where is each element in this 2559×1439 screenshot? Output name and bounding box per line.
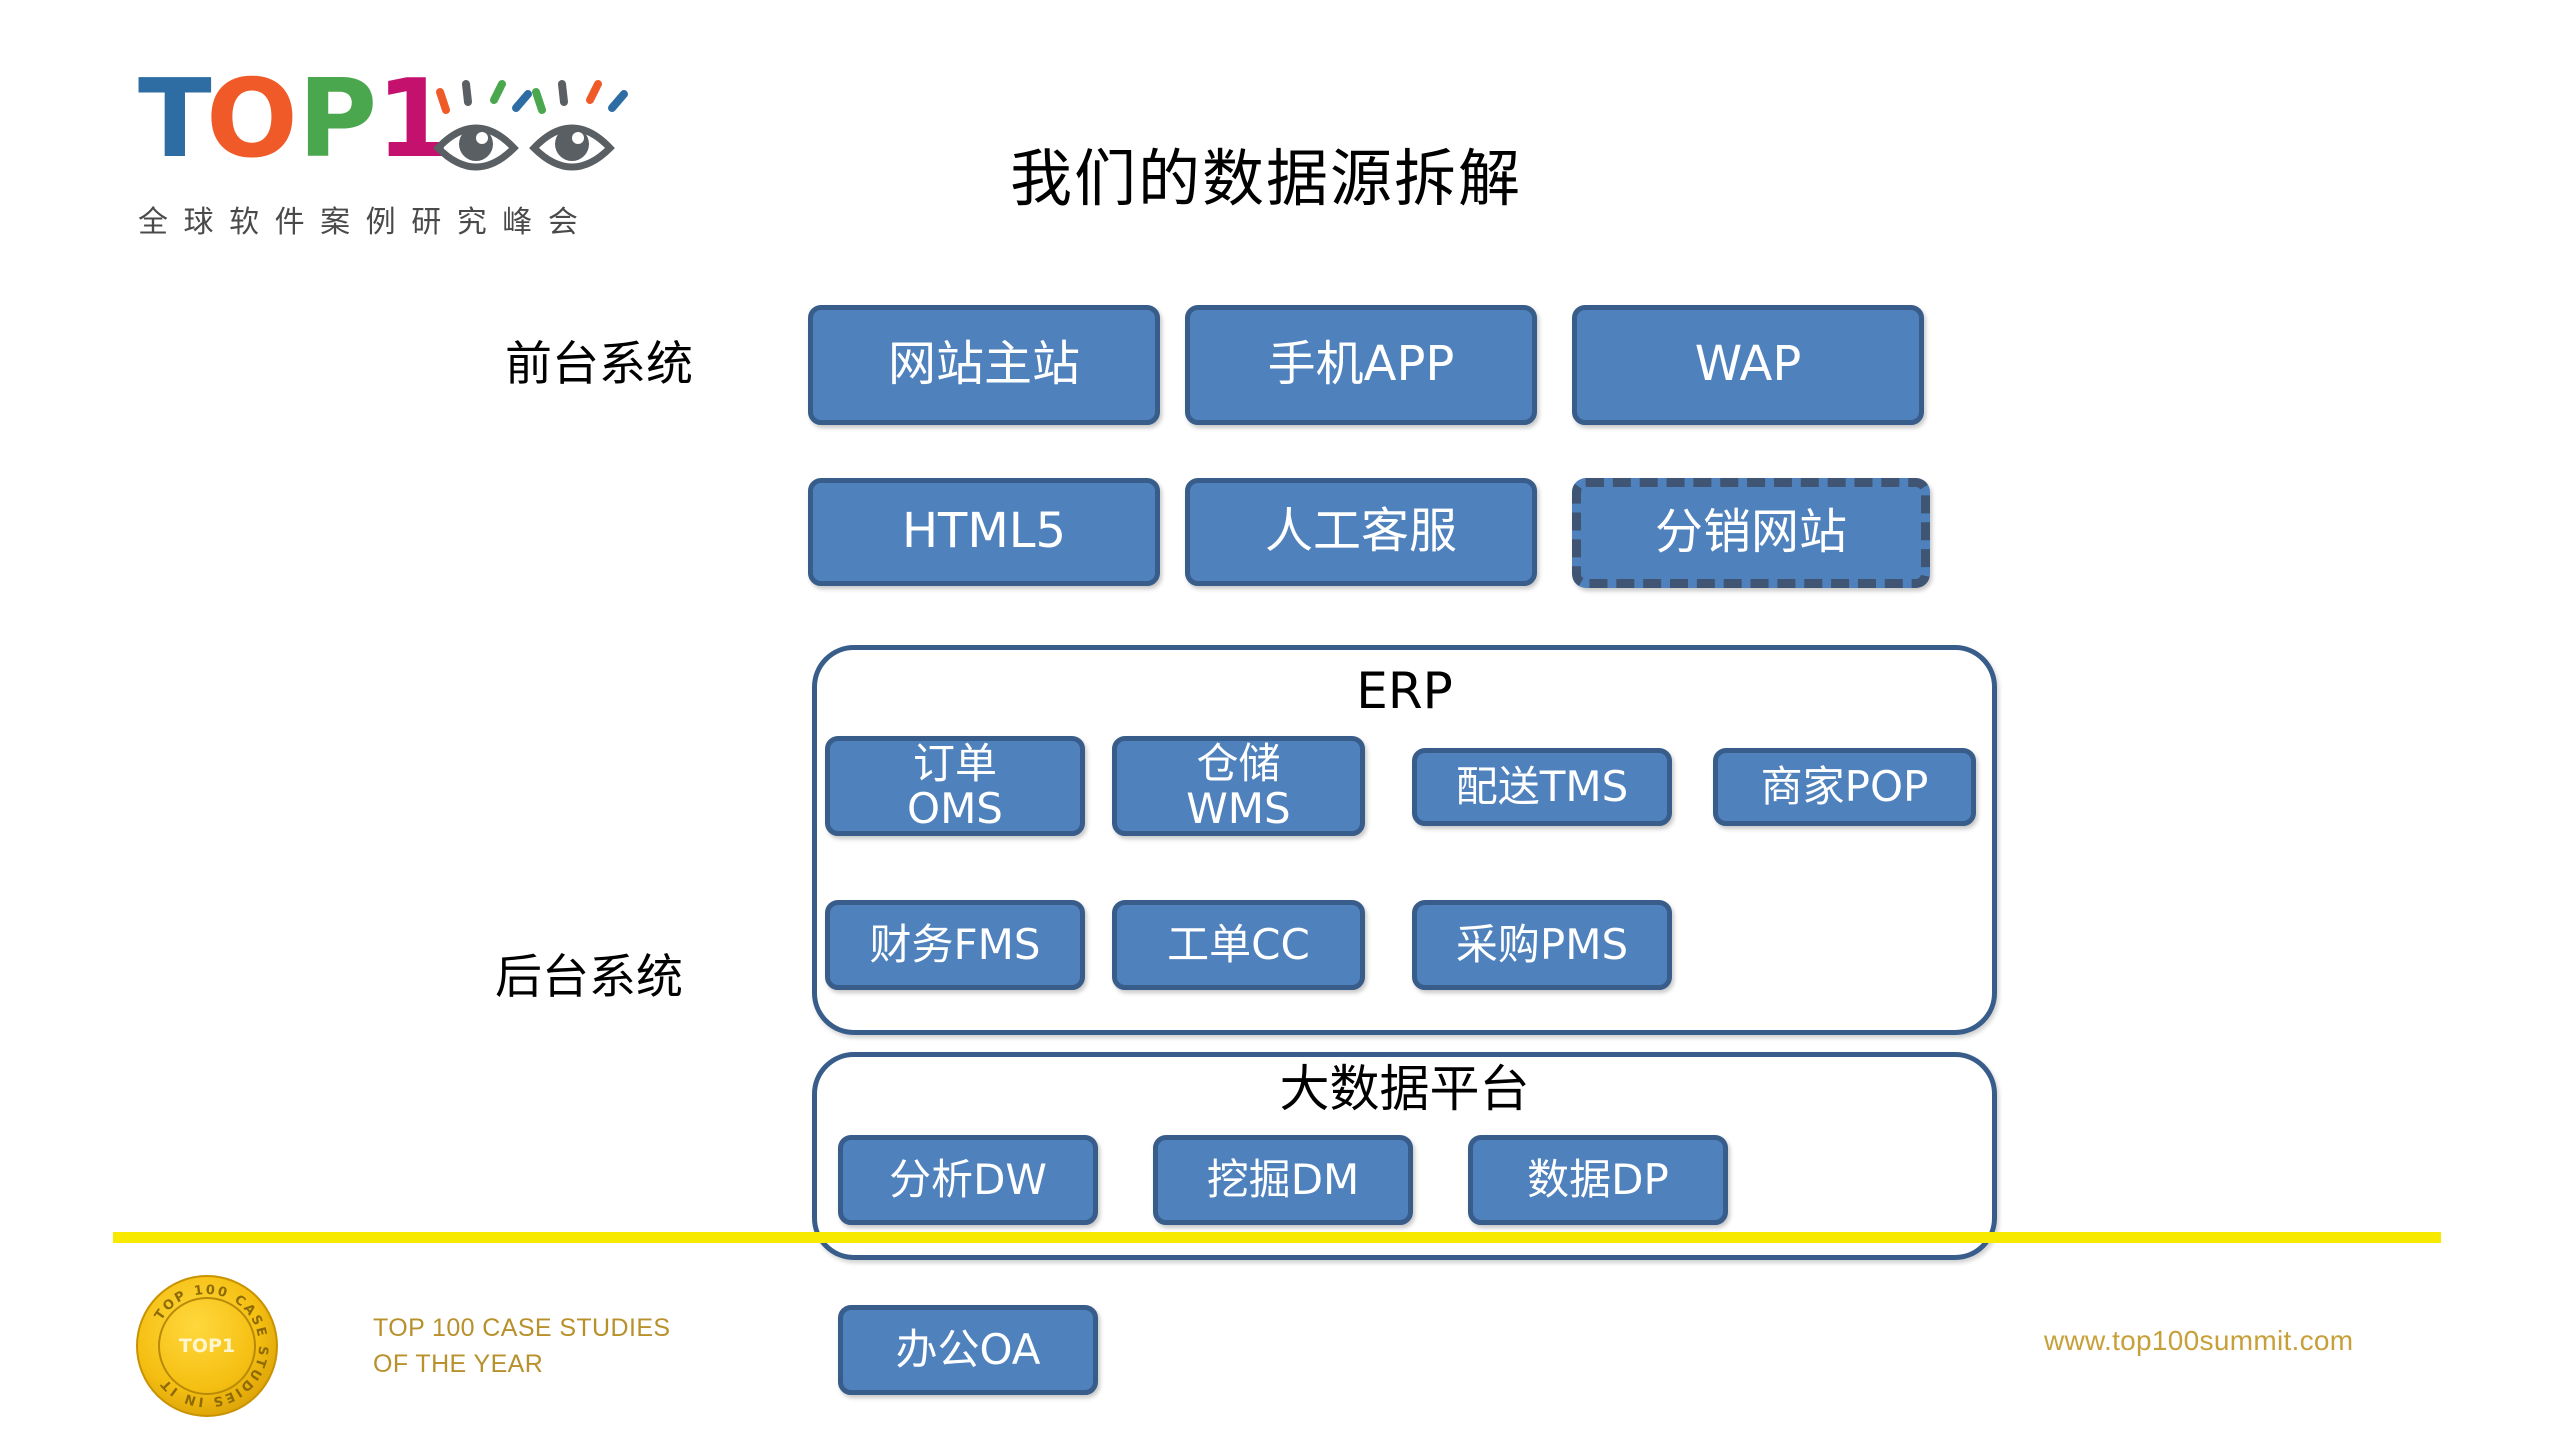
section-label-frontend: 前台系统: [505, 337, 693, 392]
node-merchant-pop[interactable]: 商家POP: [1713, 748, 1976, 826]
node-wap[interactable]: WAP: [1572, 305, 1924, 425]
node-finance-fms[interactable]: 财务FMS: [825, 900, 1085, 990]
node-human-service[interactable]: 人工客服: [1185, 478, 1537, 586]
node-purchase-pms[interactable]: 采购PMS: [1412, 900, 1672, 990]
page-title: 我们的数据源拆解: [1010, 146, 1523, 214]
node-office-oa[interactable]: 办公OA: [838, 1305, 1098, 1395]
node-warehouse-wms[interactable]: 仓储 WMS: [1112, 736, 1365, 836]
node-analysis-dw[interactable]: 分析DW: [838, 1135, 1098, 1225]
svg-text:O: O: [206, 68, 298, 182]
top100-summit-logo: T O P 1 全: [138, 68, 908, 253]
node-distribution-site[interactable]: 分销网站: [1572, 478, 1930, 588]
node-delivery-tms[interactable]: 配送TMS: [1412, 748, 1672, 826]
svg-text:1: 1: [376, 68, 451, 182]
footer-website[interactable]: www.top100summit.com: [2044, 1325, 2354, 1356]
svg-text:T: T: [138, 68, 212, 182]
group-bigdata-title: 大数据平台: [1279, 1060, 1530, 1118]
footer-divider: [113, 1232, 2441, 1243]
node-data-dp[interactable]: 数据DP: [1468, 1135, 1728, 1225]
node-mining-dm[interactable]: 挖掘DM: [1153, 1135, 1413, 1225]
top100-award-badge: TOP 100 CASE STUDIES IN IT TOP1: [133, 1272, 281, 1420]
node-website-main[interactable]: 网站主站: [808, 305, 1160, 425]
group-erp-title: ERP: [1356, 662, 1453, 720]
footer-caption: TOP 100 CASE STUDIES OF THE YEAR: [373, 1314, 671, 1379]
section-label-backend: 后台系统: [495, 950, 683, 1005]
node-workorder-cc[interactable]: 工单CC: [1112, 900, 1365, 990]
node-mobile-app[interactable]: 手机APP: [1185, 305, 1537, 425]
node-html5[interactable]: HTML5: [808, 478, 1160, 586]
svg-text:P: P: [298, 68, 377, 182]
badge-center-text: TOP1: [179, 1335, 235, 1357]
node-order-oms[interactable]: 订单 OMS: [825, 736, 1085, 836]
logo-tagline: 全 球 软 件 案 例 研 究 峰 会: [138, 205, 581, 240]
